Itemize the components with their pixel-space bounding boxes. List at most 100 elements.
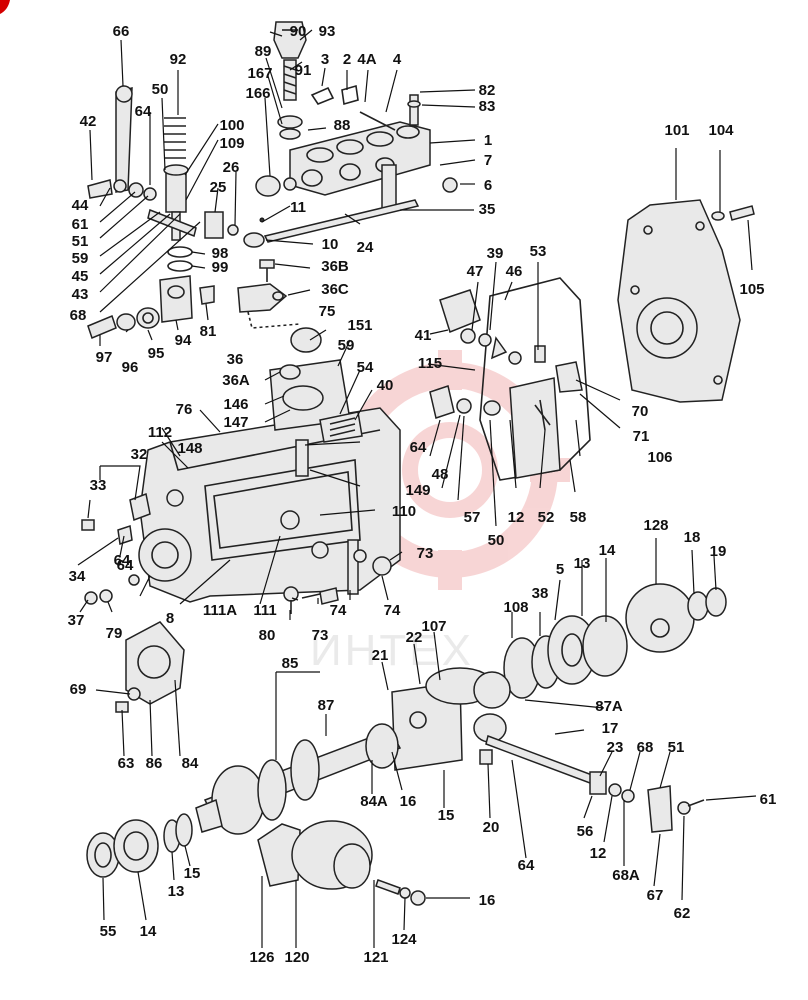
- part-number-label: 33: [90, 477, 107, 494]
- part-number-label: 94: [175, 332, 192, 349]
- part-number-label: 90: [290, 23, 307, 40]
- part-number-label: 64: [117, 557, 134, 574]
- part-number-label: 36C: [321, 281, 349, 298]
- part-number-label: 67: [647, 887, 664, 904]
- part-number-label: 17: [602, 720, 619, 737]
- part-number-label: 44: [72, 197, 89, 214]
- part-number-label: 73: [312, 627, 329, 644]
- part-number-label: 120: [284, 949, 309, 966]
- part-number-label: 23: [607, 739, 624, 756]
- part-number-label: 167: [247, 65, 272, 82]
- part-number-label: 51: [668, 739, 685, 756]
- corner-mark-icon: [0, 0, 10, 14]
- bracket-parts: [237, 259, 301, 329]
- timing-housing-part: [391, 667, 511, 771]
- part-number-label: 36A: [222, 372, 250, 389]
- governor-linkage-part: [87, 179, 239, 239]
- part-number-label: 12: [590, 845, 607, 862]
- part-number-label: 87A: [595, 698, 623, 715]
- part-number-label: 88: [334, 117, 351, 134]
- part-number-label: 57: [464, 509, 481, 526]
- o-ring-part: [167, 246, 193, 272]
- part-number-label: 82: [479, 82, 496, 99]
- part-number-label: 21: [372, 647, 389, 664]
- part-number-label: 55: [100, 923, 117, 940]
- part-number-label: 87: [318, 697, 335, 714]
- part-number-label: 99: [212, 259, 229, 276]
- part-number-label: 64: [135, 103, 152, 120]
- part-number-label: 14: [140, 923, 157, 940]
- part-number-label: 59: [338, 337, 355, 354]
- part-number-label: 79: [106, 625, 123, 642]
- part-number-label: 39: [487, 245, 504, 262]
- drive-shaft-part: [485, 735, 705, 833]
- part-number-label: 69: [70, 681, 87, 698]
- part-number-label: 166: [245, 85, 270, 102]
- part-number-label: 58: [570, 509, 587, 526]
- part-number-label: 81: [200, 323, 217, 340]
- part-number-label: 50: [152, 81, 169, 98]
- watermark-text: ИНТЕХ: [310, 626, 474, 675]
- part-number-label: 14: [599, 542, 616, 559]
- part-number-label: 37: [68, 612, 85, 629]
- part-number-label: 15: [438, 807, 455, 824]
- part-number-label: 73: [417, 545, 434, 562]
- part-number-label: 47: [467, 263, 484, 280]
- part-number-label: 100: [219, 117, 244, 134]
- part-number-label: 56: [577, 823, 594, 840]
- part-number-label: 16: [479, 892, 496, 909]
- part-number-label: 74: [384, 602, 401, 619]
- part-number-label: 111: [253, 602, 276, 619]
- part-number-label: 68: [637, 739, 654, 756]
- part-number-label: 1: [484, 132, 492, 149]
- part-number-label: 91: [295, 62, 312, 79]
- part-number-label: 46: [506, 263, 523, 280]
- part-number-label: 36B: [321, 258, 349, 275]
- part-number-label: 6: [484, 177, 492, 194]
- part-number-label: 59: [72, 250, 89, 267]
- drive-coupling-part: [503, 583, 727, 699]
- part-number-label: 11: [290, 199, 306, 216]
- part-number-label: 111A: [203, 602, 237, 619]
- part-number-label: 95: [148, 345, 165, 362]
- governor-lever-part: [115, 85, 133, 193]
- part-number-label: 76: [176, 401, 193, 418]
- part-number-label: 84: [182, 755, 199, 772]
- part-number-label: 61: [72, 216, 89, 233]
- part-number-label: 35: [479, 201, 496, 218]
- part-number-label: 84A: [360, 793, 388, 810]
- part-number-label: 128: [643, 517, 668, 534]
- part-number-label: 43: [72, 286, 89, 303]
- part-number-label: 101: [664, 122, 689, 139]
- part-number-label: 74: [330, 602, 347, 619]
- bearing-parts: [86, 813, 193, 878]
- part-number-label: 38: [532, 585, 549, 602]
- part-number-label: 16: [400, 793, 417, 810]
- fastener-parts: [81, 519, 392, 614]
- sleeve-parts: [87, 275, 215, 340]
- part-number-label: 148: [177, 440, 202, 457]
- part-number-label: 12: [508, 509, 525, 526]
- part-number-label: 109: [219, 135, 244, 152]
- part-number-label: 70: [632, 403, 649, 420]
- part-number-label: 63: [118, 755, 135, 772]
- part-number-label: 97: [96, 349, 113, 366]
- part-number-label: 75: [319, 303, 336, 320]
- leader-lines: [77, 29, 757, 948]
- governor-cover-part: [617, 199, 755, 403]
- part-number-label: 110: [392, 503, 416, 520]
- part-number-label: 45: [72, 268, 89, 285]
- part-number-label: 92: [170, 51, 187, 68]
- part-number-label: 107: [421, 618, 446, 635]
- part-number-label: 51: [72, 233, 89, 250]
- part-number-label: 80: [259, 627, 276, 644]
- part-number-label: 89: [255, 43, 272, 60]
- part-number-label: 104: [708, 122, 734, 139]
- part-number-label: 13: [168, 883, 185, 900]
- part-number-label: 48: [432, 466, 449, 483]
- part-number-label: 112: [148, 424, 172, 441]
- feed-pump-part: [257, 820, 426, 906]
- part-number-label: 108: [503, 599, 528, 616]
